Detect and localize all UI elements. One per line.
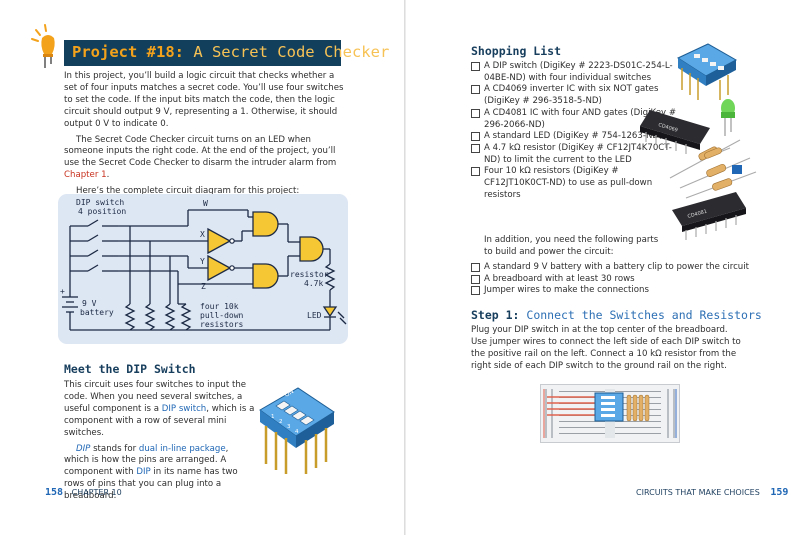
- checkbox[interactable]: [471, 62, 480, 71]
- intro-paragraph-2: The Secret Code Checker circuit turns on…: [64, 134, 337, 181]
- list-item: A breadboard with at least 30 rows: [471, 274, 754, 286]
- list-item: A DIP switch (DigiKey # 2223-DS01C-254-L…: [471, 61, 684, 84]
- svg-text:4: 4: [295, 429, 299, 435]
- circuit-schematic: DIP switch 4 position W X Y Z + 9 V batt…: [60, 198, 347, 331]
- pulldown-label-1: four 10k: [200, 302, 239, 311]
- meet-dip-heading: Meet the DIP Switch: [64, 362, 196, 376]
- lightbulb-icon: [31, 24, 55, 68]
- circuit-diagram: DIP switch 4 position W X Y Z + 9 V batt…: [58, 194, 348, 344]
- checkbox[interactable]: [471, 143, 480, 153]
- resistor-value-label: 4.7k: [304, 279, 323, 288]
- right-page: [406, 0, 810, 535]
- pulldown-label-2: pull-down: [200, 311, 244, 320]
- w-label: W: [203, 199, 208, 208]
- dip-position-label: 4 position: [78, 207, 126, 216]
- svg-text:1: 1: [271, 414, 275, 420]
- list-item: Jumper wires to make the connections: [471, 285, 754, 297]
- left-page-number: 158: [45, 487, 64, 498]
- checkbox[interactable]: [471, 286, 480, 296]
- step-1-heading: Step 1: Connect the Switches and Resisto…: [471, 308, 762, 322]
- right-footer: CIRCUITS THAT MAKE CHOICES 159: [636, 487, 788, 498]
- led-label: LED: [307, 311, 322, 320]
- chapter-1-link[interactable]: Chapter 1: [64, 170, 107, 181]
- checkbox[interactable]: [471, 85, 480, 95]
- chapter-label: CHAPTER 10: [71, 488, 122, 497]
- project-title: Project #18: A Secret Code Checker: [72, 43, 390, 61]
- meet-paragraph-2: DIP stands for dual in-line package, whi…: [64, 443, 238, 502]
- chapter-title-label: CIRCUITS THAT MAKE CHOICES: [636, 488, 760, 497]
- x-label: X: [200, 230, 205, 239]
- right-page-number: 159: [770, 487, 789, 498]
- list-item: A CD4069 inverter IC with six NOT gates …: [471, 84, 684, 107]
- svg-text:3: 3: [287, 424, 291, 430]
- cd4081-label: CD4081: [687, 209, 708, 220]
- breadboard-illustration: [540, 384, 680, 443]
- svg-text:2: 2: [279, 419, 283, 425]
- battery-label: battery: [80, 308, 114, 317]
- meet-paragraph-1: This circuit uses four switches to input…: [64, 380, 255, 438]
- y-label: Y: [200, 257, 205, 266]
- intro-text: In this project, you’ll build a logic ci…: [64, 71, 346, 198]
- book-gutter: [404, 0, 406, 535]
- project-title-banner: Project #18: A Secret Code Checker: [64, 40, 389, 66]
- additional-parts-text: In addition, you need the following part…: [484, 235, 659, 257]
- dip-on-label: ON: [284, 388, 295, 399]
- shopping-list-heading: Shopping List: [471, 44, 562, 58]
- pulldown-label-3: resistors: [200, 320, 244, 329]
- checkbox[interactable]: [471, 263, 480, 272]
- list-item: A standard 9 V battery with a battery cl…: [471, 262, 754, 274]
- intro-paragraph-1: In this project, you’ll build a logic ci…: [64, 71, 344, 129]
- list-item: Four 10 kΩ resistors (DigiKey # CF12JT10…: [471, 166, 684, 201]
- checkbox[interactable]: [471, 132, 480, 142]
- cd4069-label: CD4069: [657, 122, 678, 134]
- left-footer: 158 CHAPTER 10: [45, 487, 122, 498]
- list-item: A 4.7 kΩ resistor (DigiKey # CF12JT4K70C…: [471, 143, 684, 166]
- dip-switch-label: DIP switch: [76, 198, 124, 207]
- checkbox[interactable]: [471, 167, 480, 177]
- checkbox[interactable]: [471, 274, 480, 284]
- components-illustration: CD4069 CD4081: [640, 43, 757, 240]
- checkbox[interactable]: [471, 108, 480, 118]
- plus-sign: +: [60, 287, 65, 296]
- dip-switch-illustration: ON 1 2 3 4: [259, 387, 335, 474]
- step-1-text: Plug your DIP switch in at the top cente…: [471, 325, 741, 371]
- additional-parts-list: A standard 9 V battery with a battery cl…: [471, 262, 754, 297]
- battery-voltage-label: 9 V: [82, 299, 97, 308]
- list-item: A standard LED (DigiKey # 754-1263-ND): [471, 131, 684, 143]
- meet-dip-text: This circuit uses four switches to input…: [64, 380, 256, 503]
- intro-paragraph-3: Here’s the complete circuit diagram for …: [76, 186, 300, 197]
- z-label: Z: [201, 282, 206, 291]
- selection-marker: [732, 165, 742, 174]
- shopping-list: A DIP switch (DigiKey # 2223-DS01C-254-L…: [471, 61, 684, 201]
- resistor-label: resistor: [290, 270, 329, 279]
